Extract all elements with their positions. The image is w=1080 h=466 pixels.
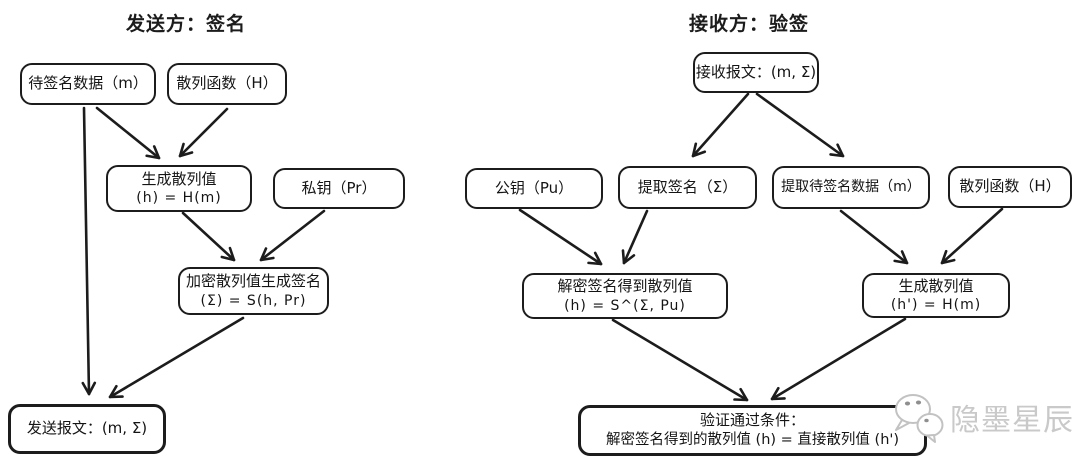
arrow-genhash2-to-verify bbox=[770, 317, 907, 401]
node-verify-condition: 验证通过条件： 解密签名得到的散列值 (h) = 直接散列值 (h') bbox=[578, 405, 927, 456]
arrow-receive-to-extractsig bbox=[691, 92, 750, 158]
node-label: 待签名数据（m） bbox=[28, 74, 148, 93]
arrow-privkey-to-encrypt bbox=[259, 209, 326, 262]
node-label: 生成散列值 bbox=[141, 169, 217, 188]
node-gen-hash-right: 生成散列值 (h') = H(m) bbox=[862, 273, 1010, 318]
node-label: 发送报文：(m, Σ) bbox=[26, 419, 148, 438]
node-decrypt-signature: 解密签名得到散列值 (h) = S^(Σ, Pu) bbox=[522, 273, 728, 319]
node-encrypt-sign: 加密散列值生成签名 (Σ) = S(h, Pr) bbox=[178, 267, 329, 315]
arrow-data-to-send bbox=[81, 106, 97, 396]
node-label: 私钥（Pr） bbox=[301, 178, 377, 197]
node-formula: (h) = H(m) bbox=[136, 190, 222, 207]
node-label: 验证通过条件： bbox=[699, 411, 805, 430]
node-gen-hash-left: 生成散列值 (h) = H(m) bbox=[106, 165, 252, 212]
node-label: 提取待签名数据（m） bbox=[781, 179, 921, 196]
watermark-text: 隐墨星辰 bbox=[950, 403, 1074, 438]
arrow-data-to-genhash bbox=[95, 106, 161, 160]
arrow-hashfn2-to-genhash2 bbox=[940, 207, 1004, 265]
node-hash-function-right: 散列函数（H） bbox=[948, 166, 1072, 208]
arrow-extractdata-to-genhash2 bbox=[839, 209, 909, 265]
arrow-receive-to-extractdata bbox=[755, 92, 845, 158]
arrow-hashfn-to-genhash bbox=[178, 107, 229, 158]
arrow-genhash-to-encrypt bbox=[181, 211, 236, 262]
node-label: 提取签名（Σ） bbox=[637, 177, 738, 196]
node-label: 公钥（Pu） bbox=[494, 178, 574, 197]
node-label: 解密签名得到散列值 bbox=[557, 277, 693, 296]
arrow-encrypt-to-send bbox=[108, 316, 245, 399]
node-receive-message: 接收报文：(m, Σ) bbox=[693, 52, 819, 93]
node-data-to-sign: 待签名数据（m） bbox=[20, 63, 156, 105]
node-send-message: 发送报文：(m, Σ) bbox=[8, 404, 166, 454]
node-label: 散列函数（H） bbox=[176, 74, 278, 93]
node-private-key: 私钥（Pr） bbox=[273, 168, 405, 209]
node-label: 接收报文：(m, Σ) bbox=[695, 62, 817, 81]
arrow-decrypt-to-verify bbox=[611, 318, 749, 402]
node-extract-data: 提取待签名数据（m） bbox=[772, 166, 930, 209]
node-public-key: 公钥（Pu） bbox=[465, 168, 603, 209]
node-formula: (h) = S^(Σ, Pu) bbox=[564, 297, 686, 314]
node-hash-function-left: 散列函数（H） bbox=[167, 63, 287, 105]
node-extract-signature: 提取签名（Σ） bbox=[618, 166, 757, 209]
right-flow-title: 接收方：验签 bbox=[689, 13, 810, 35]
arrow-extractsig-to-decrypt bbox=[621, 209, 649, 265]
node-formula: (h') = H(m) bbox=[890, 297, 982, 314]
node-label: 散列函数（H） bbox=[959, 177, 1061, 196]
node-condition: 解密签名得到的散列值 (h) = 直接散列值 (h') bbox=[605, 431, 900, 448]
arrow-pubkey-to-decrypt bbox=[518, 208, 603, 266]
left-flow-title: 发送方：签名 bbox=[126, 13, 247, 35]
node-formula: (Σ) = S(h, Pr) bbox=[200, 292, 307, 309]
node-label: 生成散列值 bbox=[898, 276, 974, 295]
node-label: 加密散列值生成签名 bbox=[185, 272, 321, 291]
